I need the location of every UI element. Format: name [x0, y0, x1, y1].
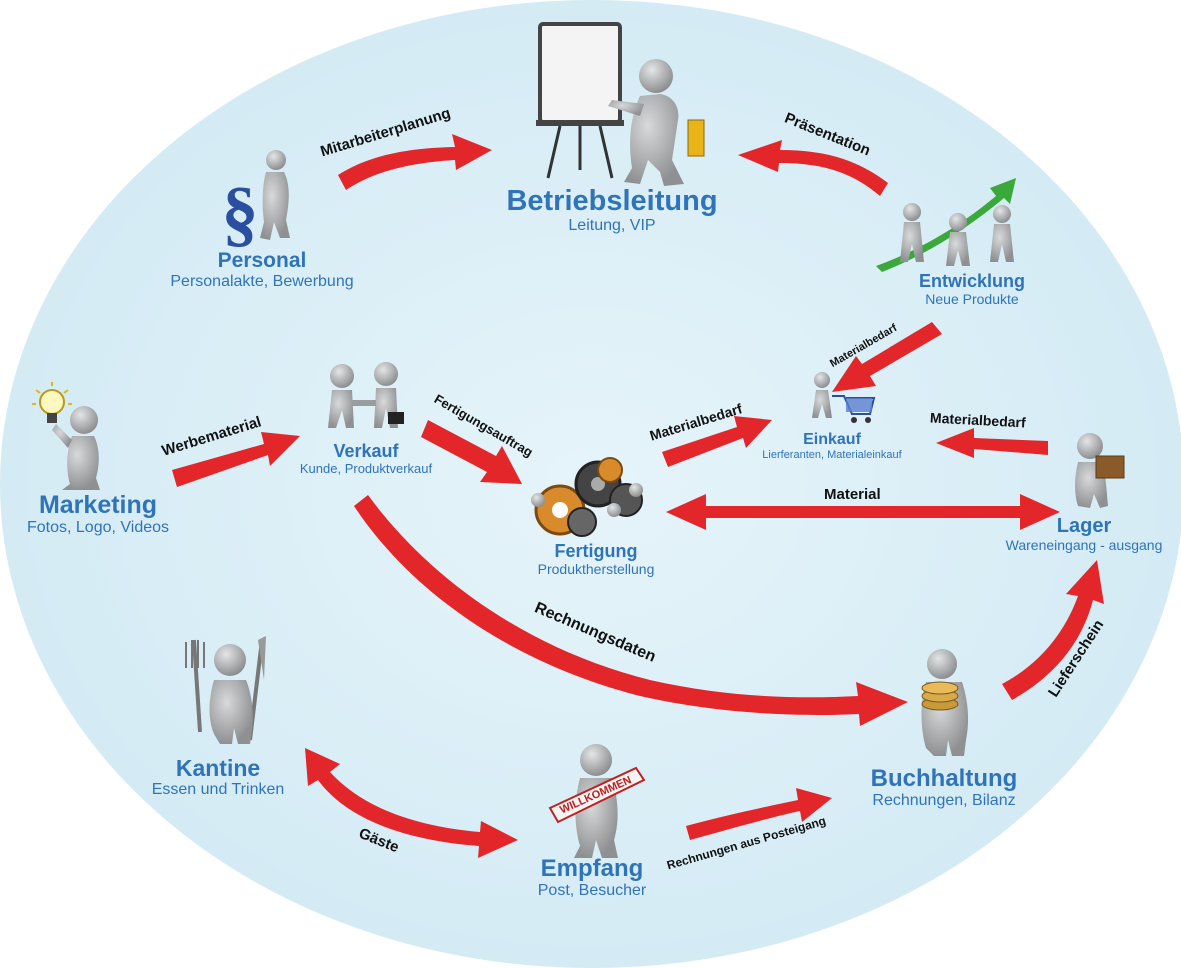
node-title-entwicklung: Entwicklung	[918, 271, 1026, 291]
arrow-werbematerial	[172, 432, 300, 487]
node-sub-kantine: Essen und Trinken	[151, 781, 285, 799]
node-einkauf: Einkauf Lierferanten, Materialeinkauf	[762, 431, 902, 462]
arrow-rechnungen-post	[686, 788, 832, 840]
node-verkauf: Verkauf Kunde, Produktverkauf	[300, 442, 432, 476]
arrow-lieferschein	[1002, 560, 1104, 700]
arrows-layer	[172, 134, 1104, 858]
handshake-illustration	[328, 362, 404, 428]
node-personal: Personal Personalakte, Bewerbung	[170, 249, 354, 291]
node-title-buchhaltung: Buchhaltung	[870, 765, 1018, 792]
node-sub-marketing: Fotos, Logo, Videos	[26, 519, 170, 537]
lightbulb-figure-illustration	[32, 382, 100, 490]
node-sub-entwicklung: Neue Produkte	[925, 290, 1019, 307]
coins-figure-illustration	[921, 649, 969, 756]
node-sub-verkauf: Kunde, Produktverkauf	[299, 460, 433, 476]
arrow-materialbedarf-fertigung	[662, 416, 772, 467]
node-title-kantine: Kantine	[175, 755, 261, 781]
arrow-fertigungsauftrag	[421, 420, 522, 484]
team-growth-arrow-illustration	[876, 178, 1016, 272]
node-title-personal: Personal	[217, 249, 307, 272]
node-lager: Lager Wareneingang - ausgang	[1006, 516, 1163, 554]
node-buchhaltung: Buchhaltung Rechnungen, Bilanz	[871, 766, 1018, 810]
arrow-gaeste	[305, 748, 518, 858]
gears-illustration	[531, 457, 643, 537]
node-empfang: Empfang Post, Besucher	[538, 856, 647, 900]
node-sub-empfang: Post, Besucher	[537, 882, 647, 900]
node-title-empfang: Empfang	[540, 855, 644, 882]
arrow-materialbedarf-lager	[936, 428, 1048, 458]
arrow-material	[666, 494, 1060, 530]
arrow-materialbedarf-entwicklung	[832, 322, 942, 392]
node-sub-personal: Personalakte, Bewerbung	[170, 273, 354, 291]
box-carrier-illustration	[1075, 433, 1125, 508]
node-betriebsleitung: Betriebsleitung Leitung, VIP	[506, 186, 717, 236]
node-sub-betriebsleitung: Leitung, VIP	[568, 217, 656, 235]
node-title-verkauf: Verkauf	[333, 441, 399, 461]
node-title-marketing: Marketing	[38, 491, 158, 519]
node-sub-einkauf: Lierferanten, Materialeinkauf	[762, 448, 902, 461]
node-title-fertigung: Fertigung	[554, 541, 638, 561]
arrow-mitarbeiterplanung	[338, 134, 492, 190]
node-sub-buchhaltung: Rechnungen, Bilanz	[872, 792, 1016, 810]
node-kantine: Kantine Essen und Trinken	[152, 756, 285, 799]
shopping-cart-illustration	[812, 372, 876, 423]
node-title-betriebsleitung: Betriebsleitung	[506, 185, 718, 217]
presenter-flipchart-illustration	[536, 22, 705, 186]
arrow-rechnungsdaten	[354, 495, 908, 726]
node-title-lager: Lager	[1056, 515, 1112, 537]
label-material: Material	[824, 486, 881, 503]
node-sub-lager: Wareneingang - ausgang	[1005, 537, 1163, 553]
svg-text:§: §	[222, 173, 259, 255]
fork-knife-figure-illustration	[185, 636, 266, 744]
arrow-praesentation	[738, 140, 888, 196]
node-fertigung: Fertigung Produktherstellung	[538, 542, 655, 578]
node-marketing: Marketing Fotos, Logo, Videos	[27, 492, 169, 537]
node-title-einkauf: Einkauf	[803, 431, 861, 448]
paragraph-figure-illustration: §	[222, 150, 290, 255]
node-entwicklung: Entwicklung Neue Produkte	[919, 272, 1025, 308]
node-sub-fertigung: Produktherstellung	[537, 560, 655, 577]
